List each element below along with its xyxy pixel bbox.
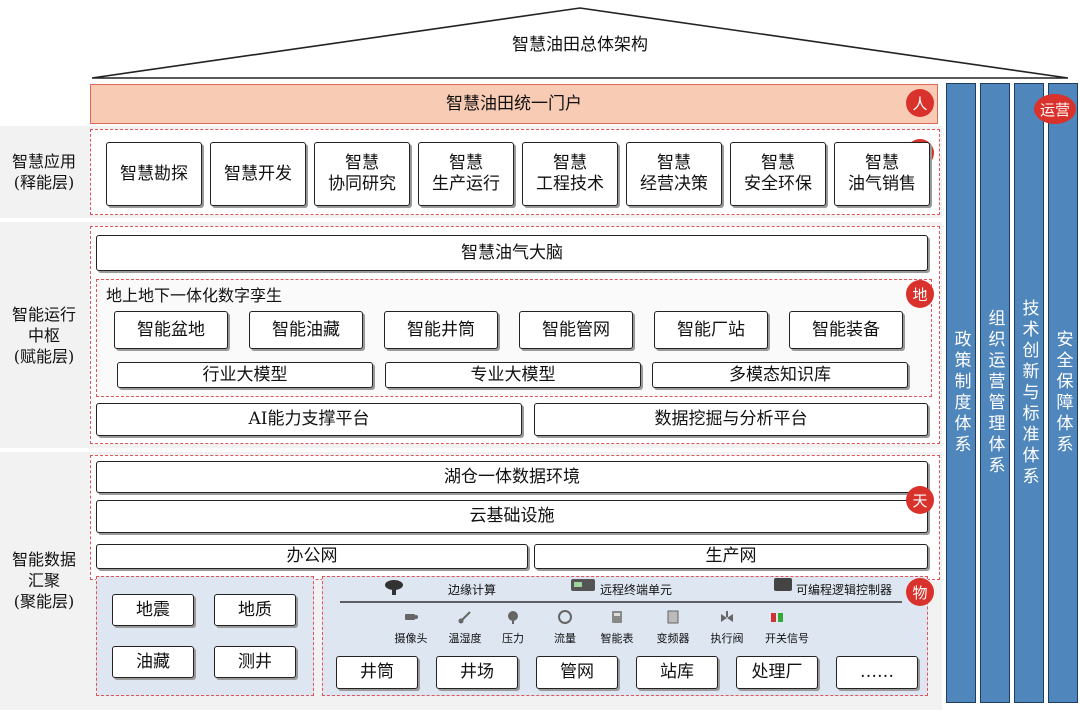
app-box-4[interactable]: 智慧 生产运行	[418, 142, 514, 206]
sensor-label-5: 智能表	[600, 632, 634, 645]
site-box-6[interactable]: ……	[836, 656, 918, 689]
sensor-label-3: 压力	[502, 632, 524, 645]
lakehouse-box[interactable]: 湖仓一体数据环境	[96, 461, 928, 493]
app-box-1[interactable]: 智慧勘探	[106, 142, 202, 206]
badge-ren: 人	[906, 89, 934, 117]
twin-item-5[interactable]: 智能厂站	[654, 311, 768, 349]
layer-label-ops: 智能运行 中枢 (赋能层)	[11, 304, 76, 366]
pillar-organization[interactable]: 组织运营管理体系	[980, 83, 1010, 703]
pillar-security[interactable]: 安全保障体系	[1048, 83, 1078, 703]
valve-icon	[721, 611, 733, 622]
edge-label-1: 边缘计算	[448, 583, 497, 597]
pillar-policy[interactable]: 政策制度体系	[946, 83, 976, 703]
twin-item-2[interactable]: 智能油藏	[249, 311, 363, 349]
platform-mining[interactable]: 数据挖掘与分析平台	[534, 403, 928, 436]
rtu-icon	[571, 579, 595, 591]
network-office[interactable]: 办公网	[96, 544, 528, 569]
smart-meter-icon	[612, 611, 622, 623]
pillar-technology[interactable]: 技术创新与标准体系	[1014, 83, 1044, 703]
sensor-label-4: 流量	[554, 632, 576, 645]
camera-icon	[405, 614, 418, 620]
network-production[interactable]: 生产网	[534, 544, 928, 569]
inverter-icon	[667, 610, 679, 624]
edge-bus-line	[340, 601, 902, 603]
site-box-4[interactable]: 站库	[636, 656, 718, 689]
app-box-5[interactable]: 智慧 工程技术	[522, 142, 618, 206]
flow-icon	[558, 610, 572, 624]
badge-tian: 天	[906, 486, 934, 514]
model-box-2[interactable]: 专业大模型	[385, 362, 641, 388]
diagram-title: 智慧油田总体架构	[512, 34, 648, 55]
site-box-5[interactable]: 处理厂	[736, 656, 818, 689]
brain-box[interactable]: 智慧油气大脑	[96, 235, 928, 271]
sensor-label-1: 摄像头	[394, 632, 428, 645]
pillar-security-label: 安全保障体系	[1052, 330, 1073, 456]
roof	[91, 7, 1069, 79]
platform-ai[interactable]: AI能力支撑平台	[96, 403, 522, 436]
site-box-2[interactable]: 井场	[436, 656, 518, 689]
edge-computing-icon	[385, 580, 403, 595]
office-data-4[interactable]: 测井	[214, 646, 296, 678]
office-data-2[interactable]: 地质	[214, 594, 296, 626]
model-box-1[interactable]: 行业大模型	[117, 362, 373, 388]
app-box-7[interactable]: 智慧 安全环保	[730, 142, 826, 206]
pillar-organization-label: 组织运营管理体系	[984, 309, 1005, 477]
layer-label-app: 智慧应用 (释能层)	[11, 152, 76, 192]
sensor-label-2: 温湿度	[448, 632, 482, 645]
twin-item-6[interactable]: 智能装备	[789, 311, 903, 349]
sensor-label-7: 执行阀	[710, 632, 744, 645]
edge-label-2: 远程终端单元	[600, 583, 673, 597]
app-box-2[interactable]: 智慧开发	[210, 142, 306, 206]
badge-yunying: 运营	[1034, 94, 1076, 124]
pressure-icon	[508, 611, 518, 624]
thermometer-icon	[458, 611, 471, 624]
twin-item-1[interactable]: 智能盆地	[114, 311, 228, 349]
office-data-3[interactable]: 油藏	[112, 646, 194, 678]
app-box-8[interactable]: 智慧 油气销售	[834, 142, 930, 206]
twin-item-3[interactable]: 智能井筒	[384, 311, 498, 349]
plc-icon	[774, 578, 792, 591]
twin-title: 地上地下一体化数字孪生	[106, 285, 283, 305]
app-box-6[interactable]: 智慧 经营决策	[626, 142, 722, 206]
office-data-1[interactable]: 地震	[112, 594, 194, 626]
badge-di: 地	[906, 280, 934, 308]
app-box-3[interactable]: 智慧 协同研究	[314, 142, 410, 206]
site-box-3[interactable]: 管网	[536, 656, 618, 689]
model-box-3[interactable]: 多模态知识库	[652, 362, 908, 388]
iot-panel	[322, 576, 928, 696]
pillar-policy-label: 政策制度体系	[950, 330, 971, 456]
portal-bar	[90, 84, 938, 124]
edge-label-3: 可编程逻辑控制器	[796, 583, 893, 597]
cloud-box[interactable]: 云基础设施	[96, 500, 928, 533]
twin-item-4[interactable]: 智能管网	[519, 311, 633, 349]
pillar-technology-label: 技术创新与标准体系	[1018, 298, 1039, 488]
switch-signal-icon	[771, 613, 783, 622]
layer-label-data: 智能数据 汇聚 (聚能层)	[11, 549, 76, 611]
badge-wu: 物	[906, 578, 934, 606]
sensor-label-8: 开关信号	[765, 632, 809, 645]
site-box-1[interactable]: 井筒	[336, 656, 418, 689]
sensor-label-6: 变频器	[656, 632, 690, 645]
portal-label: 智慧油田统一门户	[446, 93, 582, 114]
